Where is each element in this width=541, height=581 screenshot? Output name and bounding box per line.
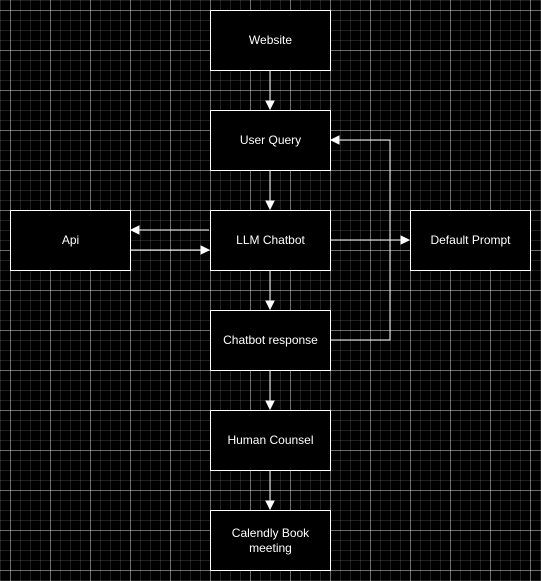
node-calendly-label: Calendly Book meeting <box>231 525 310 555</box>
edge-website-to-user-query <box>265 71 275 111</box>
node-website[interactable]: Website <box>210 10 331 71</box>
edge-llm-chatbot-to-default-prompt <box>331 235 411 245</box>
arrowhead-icon <box>129 225 140 235</box>
edge-human-counsel-to-calendly <box>265 471 275 511</box>
node-default-prompt[interactable]: Default Prompt <box>410 210 531 271</box>
arrowhead-icon <box>200 245 211 255</box>
node-human-counsel[interactable]: Human Counsel <box>210 410 331 471</box>
node-chatbot-response-label: Chatbot response <box>223 333 318 347</box>
arrowhead-icon <box>265 200 275 211</box>
edge-llm-chatbot-to-chatbot-response <box>265 271 275 311</box>
arrowhead-icon <box>265 400 275 411</box>
node-llm-chatbot[interactable]: LLM Chatbot <box>210 210 331 271</box>
arrowhead-icon <box>400 235 411 245</box>
node-calendly[interactable]: Calendly Book meeting <box>210 510 331 571</box>
node-chatbot-response[interactable]: Chatbot response <box>210 310 331 371</box>
arrowhead-icon <box>265 300 275 311</box>
node-api[interactable]: Api <box>10 210 131 271</box>
node-api-label: Api <box>61 233 80 247</box>
arrowhead-icon <box>329 135 340 145</box>
edge-chatbot-response-to-human-counsel <box>265 371 275 411</box>
node-default-prompt-label: Default Prompt <box>430 233 511 247</box>
node-user-query[interactable]: User Query <box>210 110 331 171</box>
arrowhead-icon <box>265 100 275 111</box>
edge-line <box>331 139 391 341</box>
arrowhead-icon <box>265 500 275 511</box>
edge-chatbot-response-to-user-query <box>329 135 391 341</box>
node-llm-chatbot-label: LLM Chatbot <box>236 233 305 247</box>
node-human-counsel-label: Human Counsel <box>227 433 314 447</box>
node-website-label: Website <box>248 33 293 47</box>
edge-user-query-to-llm-chatbot <box>265 171 275 211</box>
node-user-query-label: User Query <box>239 133 302 147</box>
edge-api-to-llm-chatbot <box>131 245 211 255</box>
edge-llm-chatbot-to-api <box>129 225 209 235</box>
